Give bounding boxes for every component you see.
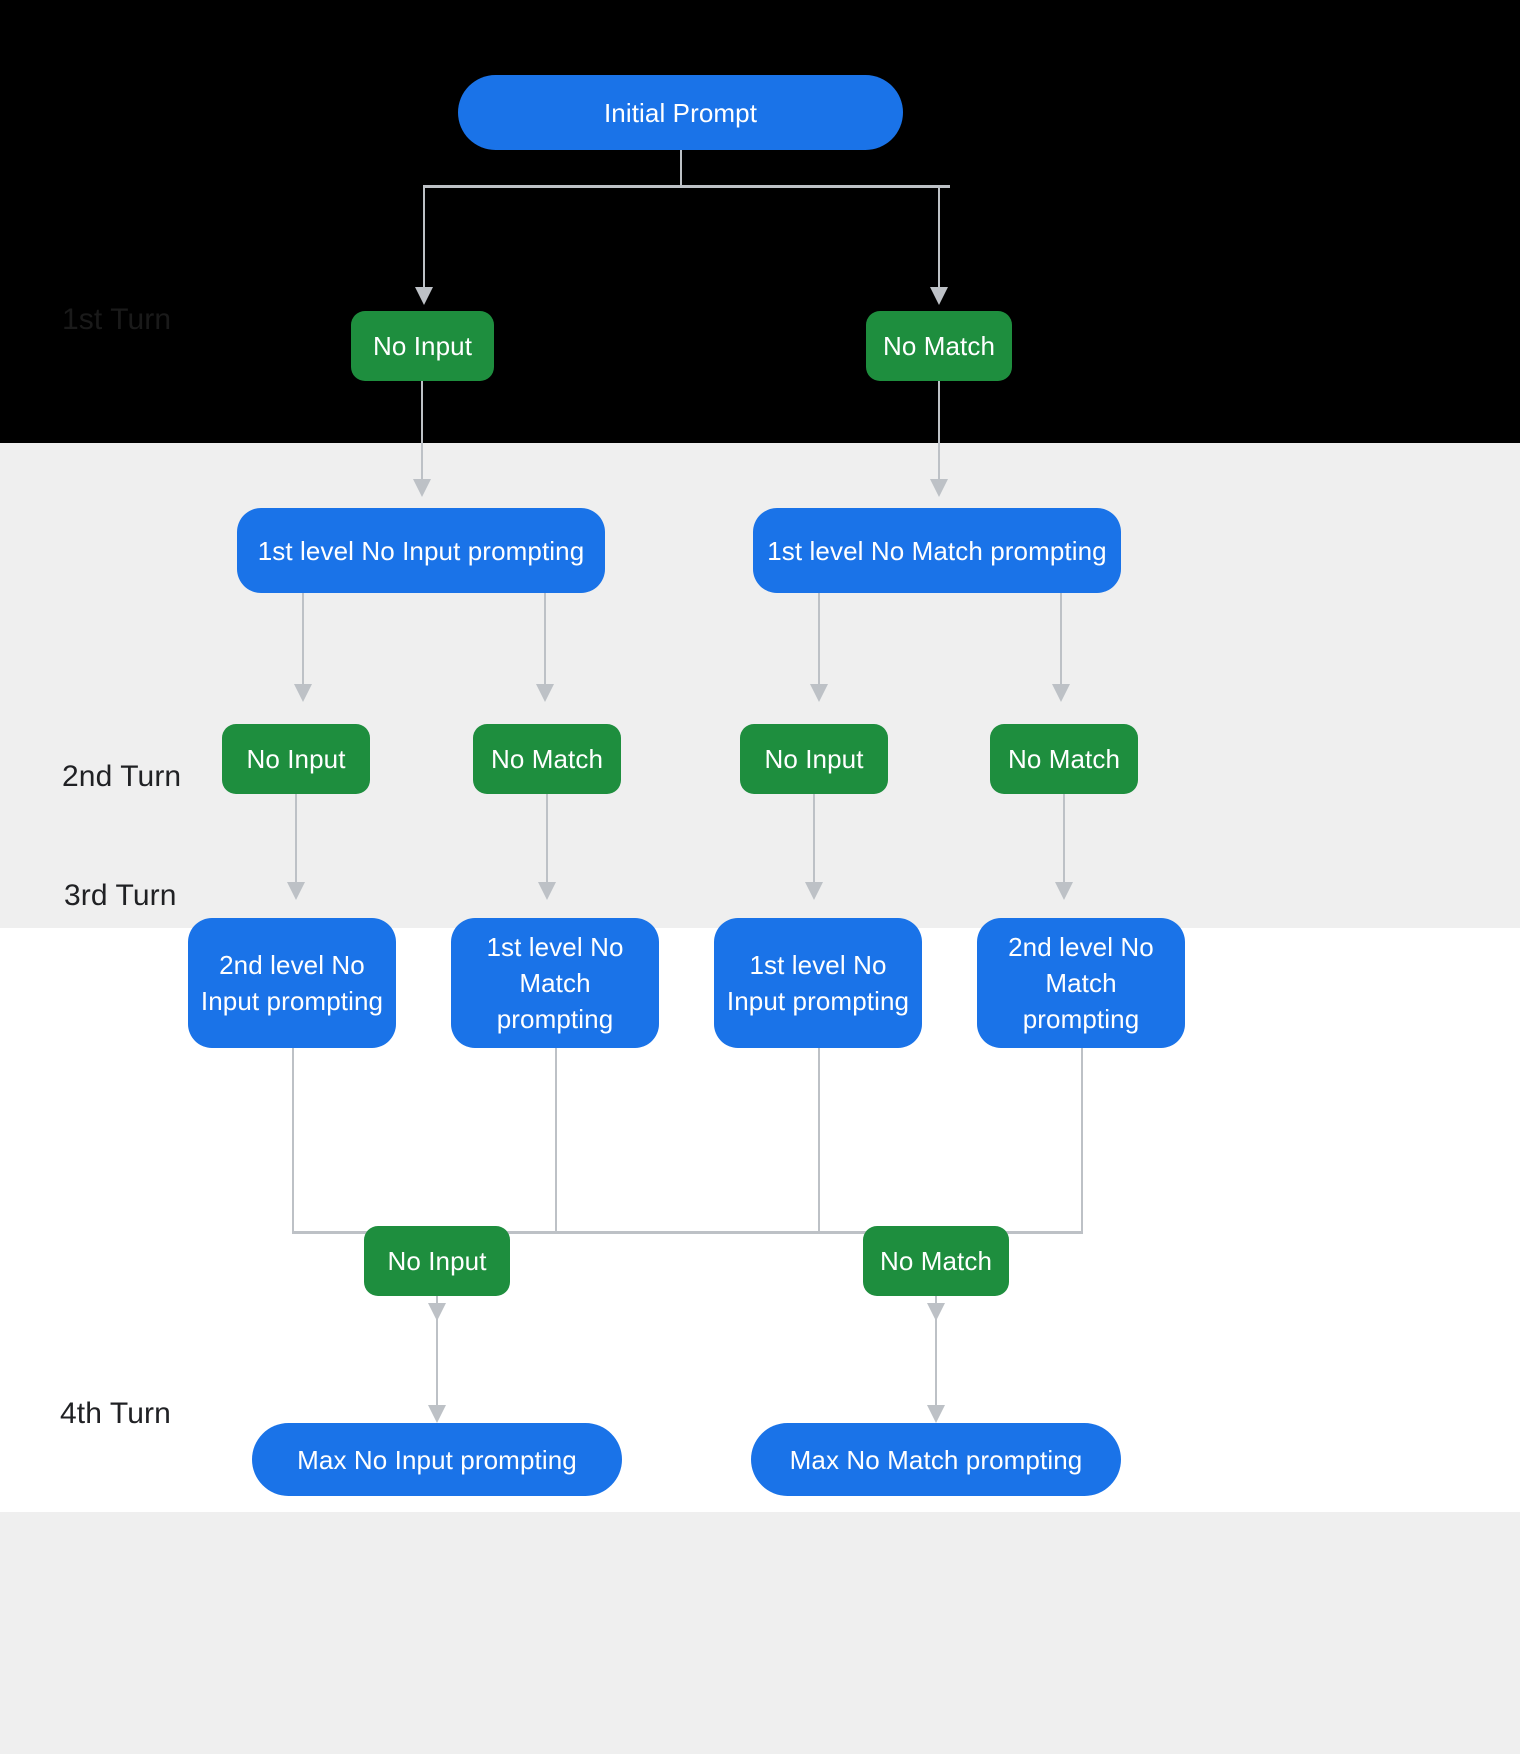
turn-label-4th: 4th Turn — [60, 1397, 171, 1430]
node-t2-no-match-b[interactable]: No Match — [990, 724, 1138, 794]
edge-t2l-to-nm — [544, 593, 546, 686]
turn-label-3rd: 3rd Turn — [64, 879, 177, 912]
edge-t2r-to-nm — [1060, 593, 1062, 686]
node-t3-first-level-no-match-prompting[interactable]: 1st level No Match prompting — [451, 918, 659, 1048]
turn-label-1st: 1st Turn — [62, 303, 172, 336]
node-t2-first-level-no-match-prompting[interactable]: 1st level No Match prompting — [753, 508, 1121, 593]
edge-t3p2-stem — [555, 1048, 557, 1233]
edge-root-bus — [423, 185, 950, 188]
arrow-t3nm-to-max-nm — [927, 1405, 945, 1423]
edge-t2l-to-ni — [302, 593, 304, 686]
node-t1-no-match[interactable]: No Match — [866, 311, 1012, 381]
arrow-t2r-to-ni — [810, 684, 828, 702]
node-t3-second-level-no-input-prompting[interactable]: 2nd level No Input prompting — [188, 918, 396, 1048]
arrow-to-t1-no-input — [415, 287, 433, 305]
arrow-t2l-to-nm — [536, 684, 554, 702]
edge-merge-bus — [292, 1231, 1083, 1234]
edge-root-stem — [680, 150, 682, 186]
node-t2-no-match-a[interactable]: No Match — [473, 724, 621, 794]
arrow-t2nmb-to-t3p4 — [1055, 882, 1073, 900]
edge-t2nma-to-t3p2 — [546, 794, 548, 884]
edge-t3p4-stem — [1081, 1048, 1083, 1233]
arrow-t1-ni-to-prompt — [413, 479, 431, 497]
turn-band-1 — [0, 0, 1520, 443]
node-t2-no-input-b[interactable]: No Input — [740, 724, 888, 794]
node-t1-no-input[interactable]: No Input — [351, 311, 494, 381]
edge-t2nib-to-t3p3 — [813, 794, 815, 884]
turn-band-4 — [0, 1512, 1520, 1754]
edge-t3nm-to-max-nm — [935, 1296, 937, 1407]
edge-t2r-to-ni — [818, 593, 820, 686]
edge-t1-nm-to-prompt — [938, 381, 940, 481]
arrow-to-t1-no-match — [930, 287, 948, 305]
node-t3-second-level-no-match-prompting[interactable]: 2nd level No Match prompting — [977, 918, 1185, 1048]
node-t3-no-match[interactable]: No Match — [863, 1226, 1009, 1296]
node-t3-first-level-no-input-prompting[interactable]: 1st level No Input prompting — [714, 918, 922, 1048]
node-max-no-match-prompting[interactable]: Max No Match prompting — [751, 1423, 1121, 1496]
arrow-t2l-to-ni — [294, 684, 312, 702]
edge-t3p3-stem — [818, 1048, 820, 1233]
edge-root-right-drop — [938, 185, 940, 289]
arrow-t2nia-to-t3p1 — [287, 882, 305, 900]
edge-t2nia-to-t3p1 — [295, 794, 297, 884]
arrow-t2nib-to-t3p3 — [805, 882, 823, 900]
node-t2-first-level-no-input-prompting[interactable]: 1st level No Input prompting — [237, 508, 605, 593]
edge-t3ni-to-max-ni — [436, 1296, 438, 1407]
arrow-t2nma-to-t3p2 — [538, 882, 556, 900]
node-t2-no-input-a[interactable]: No Input — [222, 724, 370, 794]
edge-t2nmb-to-t3p4 — [1063, 794, 1065, 884]
arrow-t3ni-to-max-ni — [428, 1405, 446, 1423]
edge-t3p1-stem — [292, 1048, 294, 1233]
edge-root-left-drop — [423, 185, 425, 289]
node-t3-no-input[interactable]: No Input — [364, 1226, 510, 1296]
arrow-t2r-to-nm — [1052, 684, 1070, 702]
edge-t1-ni-to-prompt — [421, 381, 423, 481]
arrow-t1-nm-to-prompt — [930, 479, 948, 497]
turn-label-2nd: 2nd Turn — [62, 760, 182, 793]
node-max-no-input-prompting[interactable]: Max No Input prompting — [252, 1423, 622, 1496]
node-initial-prompt[interactable]: Initial Prompt — [458, 75, 903, 150]
